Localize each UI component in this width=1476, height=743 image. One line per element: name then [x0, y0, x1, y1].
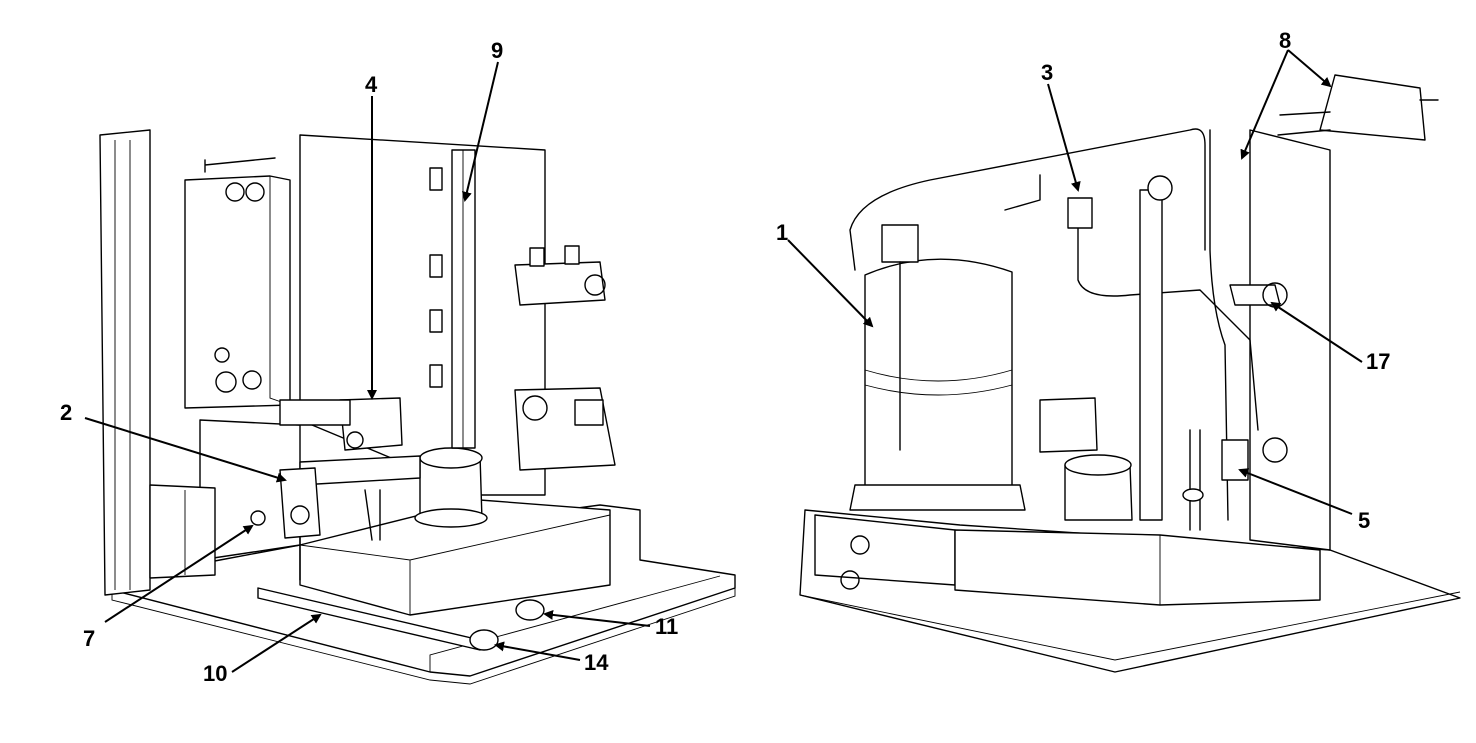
drain-fitting	[250, 510, 266, 526]
leader-9	[461, 61, 499, 202]
filter-drier	[1319, 74, 1426, 141]
sensor-17	[1229, 284, 1281, 306]
expansion-valve	[1221, 439, 1249, 481]
callout-7: 7	[83, 626, 95, 651]
callout-9: 9	[491, 38, 503, 63]
callout-8: 8	[1279, 28, 1291, 53]
callout-2: 2	[60, 400, 72, 425]
leader-5	[1238, 468, 1353, 515]
leader-3	[1047, 83, 1081, 192]
right-back-wall	[1249, 129, 1331, 551]
callout-11: 11	[655, 614, 678, 639]
callout-4: 4	[365, 72, 378, 97]
callout-10: 10	[203, 661, 227, 686]
evaporator-column	[1139, 189, 1163, 521]
left-side-frame	[99, 129, 151, 596]
fitting-11	[515, 599, 545, 621]
water-valve-upper	[514, 261, 606, 306]
right-view	[799, 74, 1461, 673]
distribution-tube	[451, 149, 476, 449]
leader-17	[1270, 301, 1363, 363]
inlet-water-valve	[339, 397, 403, 451]
callout-3: 3	[1041, 60, 1053, 85]
callout-5: 5	[1358, 508, 1370, 533]
water-dump-valve	[279, 467, 321, 539]
accumulator	[881, 224, 919, 263]
left-view	[99, 129, 736, 685]
leader-8a	[1287, 49, 1332, 88]
compressor	[864, 258, 1013, 499]
fitting-14	[469, 629, 499, 651]
leader-lines	[84, 49, 1363, 673]
left-back-panel	[299, 134, 546, 496]
control-box	[184, 175, 291, 409]
leader-14	[494, 641, 581, 661]
callout-1: 1	[776, 220, 788, 245]
callouts: 2 4 7 9 10 11 14 1 3 5 8 17	[60, 28, 1390, 686]
leader-7	[104, 524, 254, 623]
callout-17: 17	[1366, 349, 1390, 374]
leader-2	[84, 417, 287, 483]
hot-gas-valve	[1067, 197, 1093, 229]
leader-10	[231, 613, 322, 673]
leader-1	[787, 239, 874, 328]
leader-8b	[1240, 49, 1289, 160]
callout-14: 14	[584, 650, 609, 675]
leader-11	[543, 609, 651, 627]
